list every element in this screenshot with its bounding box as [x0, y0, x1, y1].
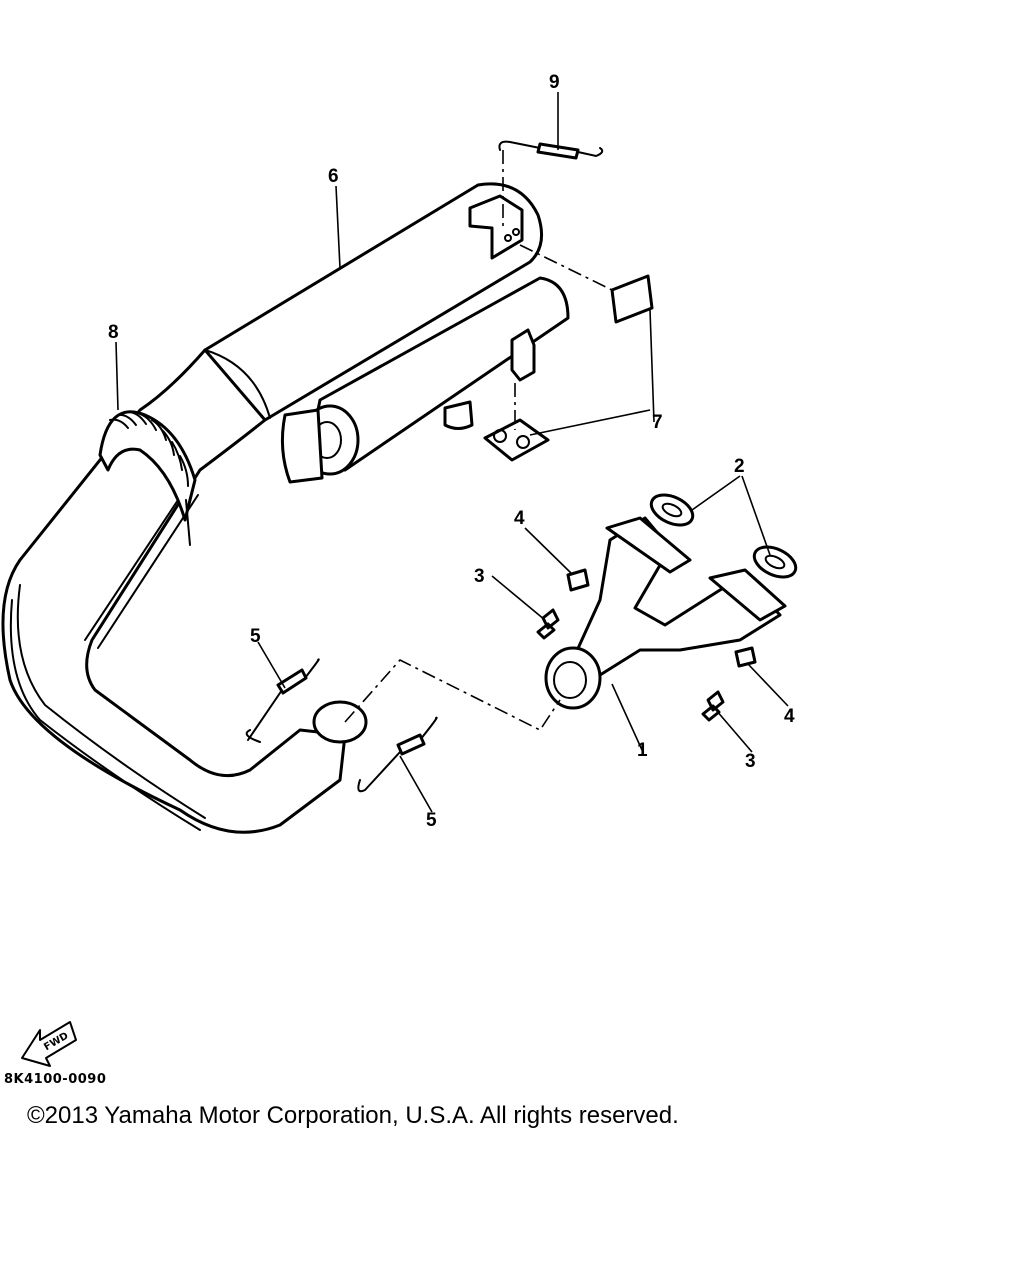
callout-8: 8: [108, 322, 119, 343]
callout-5-bottom: 5: [426, 810, 437, 831]
bolts-and-nuts: [536, 568, 757, 722]
callout-7: 7: [652, 412, 663, 433]
gaskets: [649, 493, 798, 579]
top-spring: [498, 140, 604, 160]
callout-3-left: 3: [474, 566, 485, 587]
callout-4-right: 4: [784, 706, 795, 727]
diagram-code: 8K4100-0090: [4, 1072, 107, 1087]
copyright-notice: ©2013 Yamaha Motor Corporation, U.S.A. A…: [27, 1102, 679, 1129]
callout-1: 1: [637, 740, 648, 761]
fwd-arrow-icon: FWD: [21, 1021, 77, 1067]
callout-5-top: 5: [250, 626, 261, 647]
dampers: [483, 274, 654, 462]
callouts: 9 6 8 7 2 4 3 5 4 1 3 5: [108, 72, 795, 831]
callout-6: 6: [328, 166, 339, 187]
y-manifold: [544, 516, 787, 710]
callout-9: 9: [549, 72, 560, 93]
callout-2: 2: [734, 456, 745, 477]
leader-lines: [115, 92, 789, 813]
muffler-body: [203, 182, 570, 484]
callout-4-left: 4: [514, 508, 525, 529]
pipe-and-protector: [1, 348, 368, 834]
assembly-lines: [344, 150, 613, 732]
callout-3-right: 3: [745, 751, 756, 772]
